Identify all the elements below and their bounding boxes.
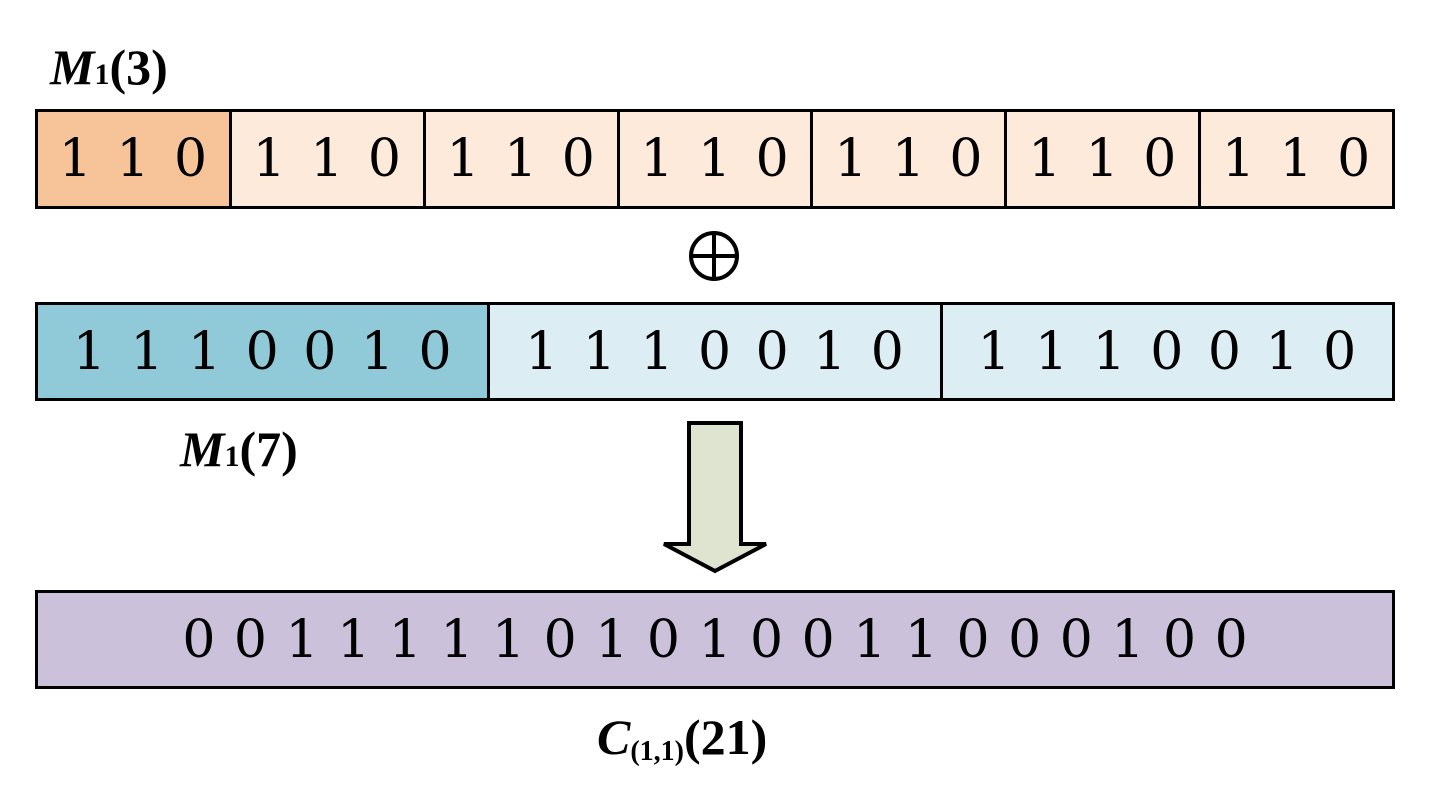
m1-7-cell: 1 1 1 0 0 1 0 [490, 305, 943, 398]
label-c-main: C [597, 709, 631, 765]
label-m1-3-sub: 1 [94, 58, 110, 91]
xor-circle-icon: ⊕ [689, 231, 739, 281]
m1-3-cell: 1 1 0 [813, 112, 1008, 206]
label-m1-3-main: M [50, 39, 95, 95]
label-m1-7-main: M [180, 421, 225, 477]
m1-3-cell: 1 1 0 [1201, 112, 1393, 206]
m1-7-cell: 1 1 1 0 0 1 0 [942, 305, 1392, 398]
label-m1-3-arg: (3) [109, 39, 168, 95]
label-m1-7-arg: (7) [239, 421, 298, 477]
label-m1-7-sub: 1 [224, 440, 240, 473]
down-arrow-icon [663, 421, 767, 574]
m1-3-cell: 1 1 0 [1007, 112, 1202, 206]
label-m1-3: M1(3) [50, 42, 168, 92]
label-c: C(1,1)(21) [597, 712, 767, 766]
row-m1-3: 1 1 0 1 1 0 1 1 0 1 1 0 1 1 0 1 1 0 1 1 … [35, 109, 1395, 209]
row-m1-7: 1 1 1 0 0 1 0 1 1 1 0 0 1 0 1 1 1 0 0 1 … [35, 302, 1395, 401]
m1-3-cell: 1 1 0 [619, 112, 814, 206]
m1-3-cell: 1 1 0 [425, 112, 620, 206]
label-c-sub: (1,1) [630, 736, 685, 767]
label-m1-7: M1(7) [180, 424, 298, 474]
label-c-arg: (21) [684, 709, 768, 765]
m1-3-cell: 1 1 0 [38, 112, 232, 206]
m1-7-cell: 1 1 1 0 0 1 0 [38, 305, 491, 398]
c-cell: 0 0 1 1 1 1 1 0 1 0 1 0 0 1 1 0 0 0 1 0 … [38, 593, 1392, 686]
m1-3-cell: 1 1 0 [231, 112, 426, 206]
row-c: 0 0 1 1 1 1 1 0 1 0 1 0 0 1 1 0 0 0 1 0 … [35, 590, 1395, 689]
